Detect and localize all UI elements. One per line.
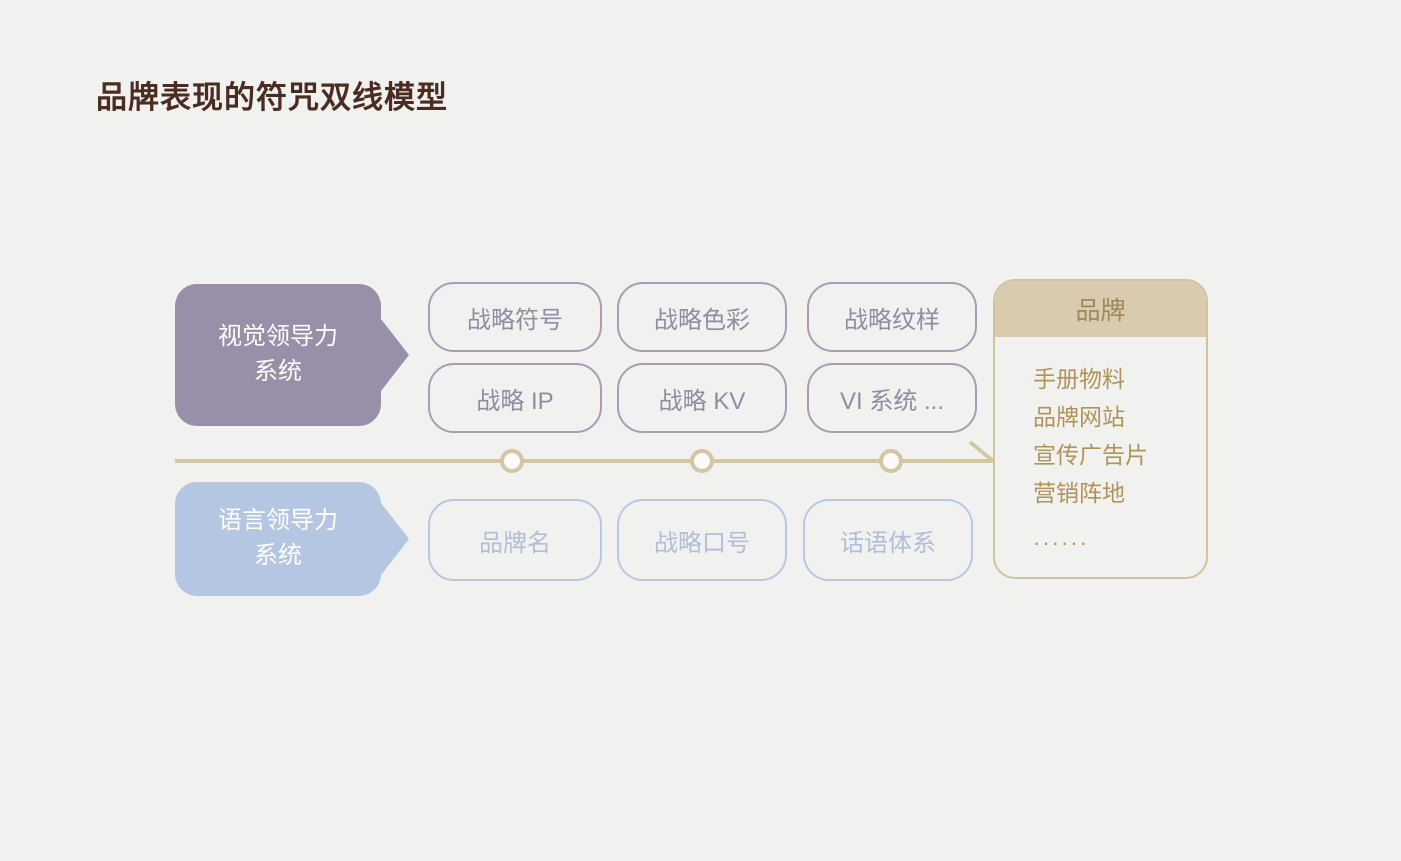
output-panel-brand[interactable]: 品牌 手册物料 品牌网站 宣传广告片 营销阵地 ······ bbox=[993, 279, 1208, 579]
card-language-r1-c3[interactable]: 话语体系 bbox=[803, 499, 973, 581]
badge-visual-label: 视觉领导力 系统 bbox=[218, 323, 338, 385]
card-visual-r1-c1[interactable]: 战略符号 bbox=[428, 282, 602, 352]
card-label: 品牌名 bbox=[479, 529, 551, 557]
card-visual-r2-c3[interactable]: VI 系统 ... bbox=[807, 363, 977, 433]
output-item: 营销阵地 bbox=[1033, 479, 1125, 506]
badge-visual-leadership-system[interactable]: 视觉领导力 系统 bbox=[175, 284, 409, 426]
card-label: 战略 IP bbox=[476, 387, 554, 415]
timeline-arrow bbox=[175, 440, 1000, 482]
badge-language-body bbox=[175, 482, 381, 596]
card-visual-r1-c2[interactable]: 战略色彩 bbox=[617, 282, 787, 352]
badge-visual-pointer-icon bbox=[381, 319, 409, 391]
card-visual-r2-c1[interactable]: 战略 IP bbox=[428, 363, 602, 433]
page-title: 品牌表现的符咒双线模型 bbox=[96, 80, 448, 115]
card-language-r1-c1[interactable]: 品牌名 bbox=[428, 499, 602, 581]
badge-language-pointer-icon bbox=[381, 503, 409, 575]
card-label: 战略符号 bbox=[467, 306, 563, 334]
output-item: 品牌网站 bbox=[1033, 403, 1125, 430]
card-visual-r1-c3[interactable]: 战略纹样 bbox=[807, 282, 977, 352]
badge-visual-body bbox=[175, 284, 381, 426]
card-language-r1-c2[interactable]: 战略口号 bbox=[617, 499, 787, 581]
timeline-node bbox=[879, 449, 903, 473]
output-item: 手册物料 bbox=[1033, 366, 1125, 392]
card-label: 战略纹样 bbox=[844, 306, 940, 334]
timeline-node bbox=[690, 449, 714, 473]
card-label: 战略口号 bbox=[654, 529, 750, 557]
card-label: 战略色彩 bbox=[654, 306, 750, 334]
badge-language-label: 语言领导力 系统 bbox=[218, 507, 338, 569]
output-item-ellipsis: ······ bbox=[1033, 529, 1089, 555]
card-label: VI 系统 ... bbox=[839, 387, 944, 415]
timeline-node bbox=[500, 449, 524, 473]
output-panel-list: 手册物料 品牌网站 宣传广告片 营销阵地 ······ bbox=[995, 337, 1206, 561]
card-label: 话语体系 bbox=[840, 529, 936, 557]
card-label: 战略 KV bbox=[658, 387, 746, 415]
badge-language-leadership-system[interactable]: 语言领导力 系统 bbox=[175, 482, 409, 596]
output-item: 宣传广告片 bbox=[1033, 441, 1148, 468]
card-visual-r2-c2[interactable]: 战略 KV bbox=[617, 363, 787, 433]
output-panel-header: 品牌 bbox=[995, 281, 1206, 337]
